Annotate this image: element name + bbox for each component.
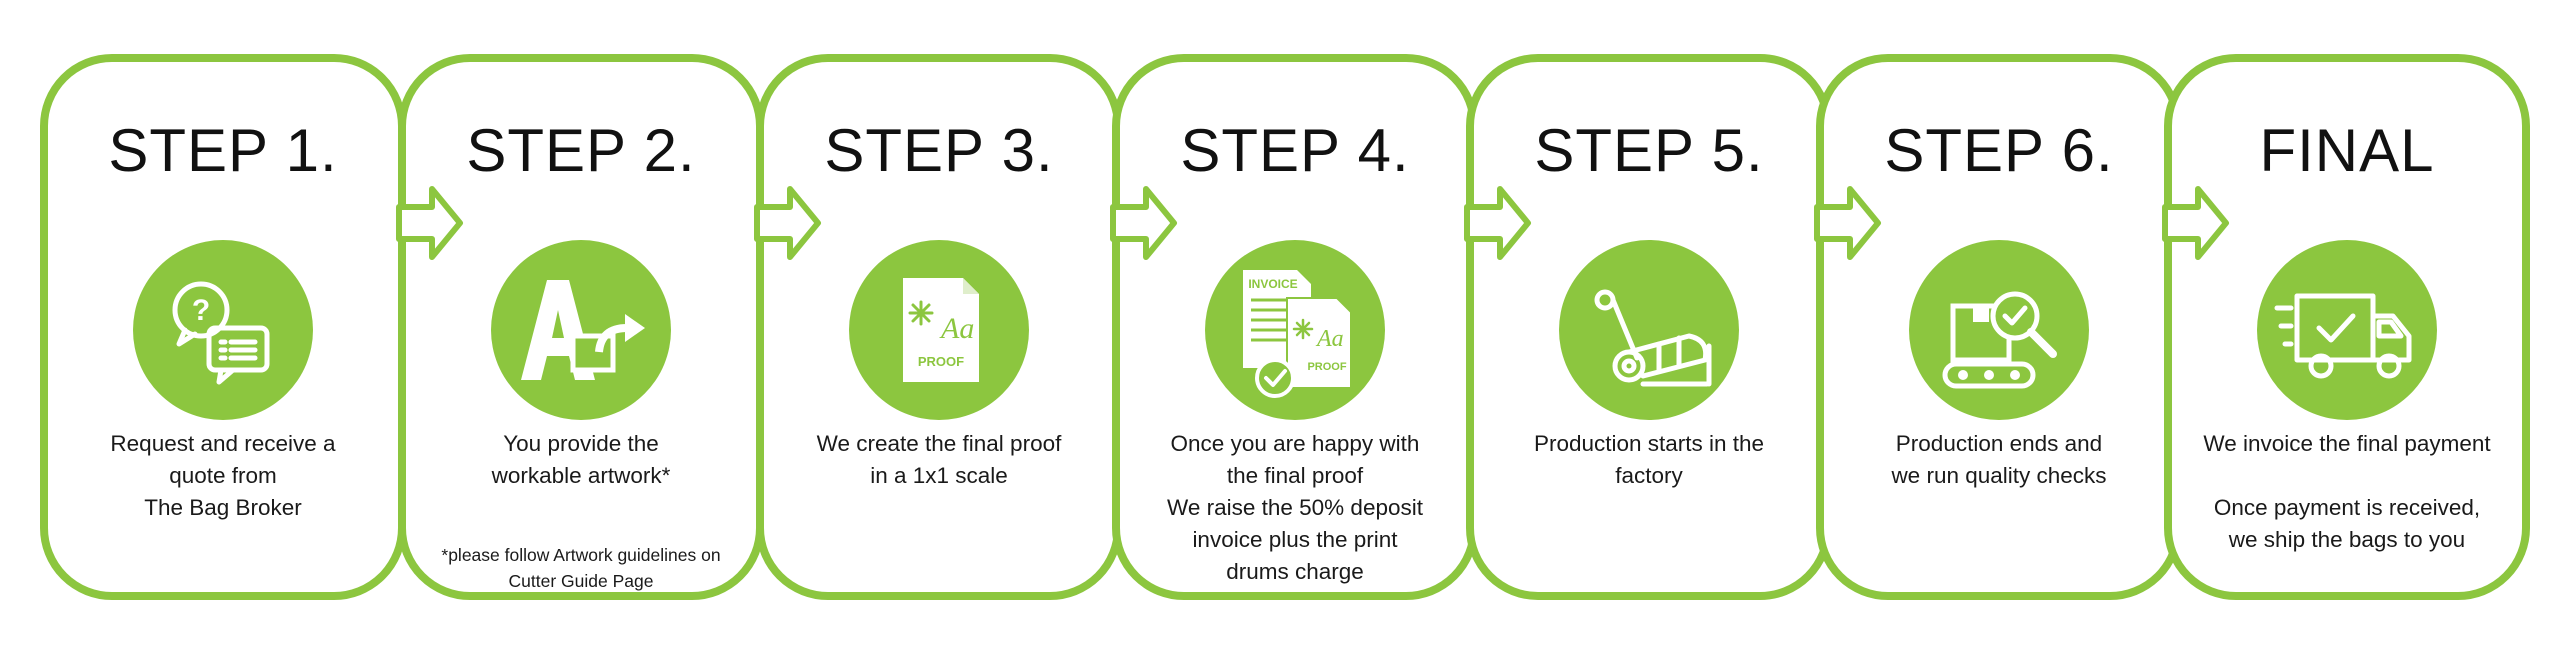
- artwork-guidelines-note: *please follow Artwork guidelines on Cut…: [441, 545, 721, 591]
- step-description: We create the final proof in a 1x1 scale: [816, 431, 1062, 488]
- invoice-label: INVOICE: [1248, 277, 1297, 291]
- svg-text:Aa: Aa: [1315, 326, 1344, 352]
- step-description: Production ends and we run quality check…: [1891, 431, 2107, 488]
- flow-arrow-icon: [1464, 186, 1531, 260]
- step-title: STEP 3.: [824, 117, 1054, 184]
- step-description: You provide the workable artwork*: [491, 431, 671, 488]
- step-description: We invoice the final payment Once paymen…: [2203, 431, 2491, 552]
- step-title: STEP 2.: [466, 117, 696, 184]
- step-icon-circle: [491, 240, 671, 420]
- step-title: STEP 1.: [108, 117, 338, 184]
- invoice-proof-icon: INVOICE Aa PROOF: [1243, 270, 1352, 398]
- step-icon-circle: [1909, 240, 2089, 420]
- step-icon-circle: INVOICE Aa PROOF: [1205, 240, 1385, 420]
- flow-arrow-icon: [754, 186, 821, 260]
- chat-question-icon: ?: [172, 281, 270, 385]
- step-card-6: STEP 6. Production ends and we run quali…: [1816, 54, 2182, 600]
- proof-label: PROOF: [1307, 361, 1346, 373]
- step-description: Once you are happy with the final proof …: [1167, 431, 1423, 584]
- step-card-3: STEP 3. Aa PROOF We create the final pro…: [756, 54, 1122, 600]
- step-card-2: STEP 2. You provide the workable artwork…: [398, 54, 764, 600]
- svg-text:Aa: Aa: [939, 312, 974, 345]
- proof-label: PROOF: [918, 354, 964, 369]
- quality-check-icon: [1942, 291, 2057, 389]
- step-title: STEP 4.: [1180, 117, 1410, 184]
- step-icon-circle: ?: [133, 240, 313, 420]
- factory-rollers-icon: [1594, 289, 1712, 387]
- step-description: Request and receive a quote from The Bag…: [110, 431, 336, 520]
- proof-document-icon: Aa PROOF: [903, 278, 979, 382]
- step-card-final: FINAL We invoice the final payment: [2164, 54, 2530, 600]
- flow-arrow-icon: [396, 186, 463, 260]
- delivery-truck-icon: [2274, 293, 2412, 379]
- step-card-4: STEP 4. INVOICE Aa PROOF: [1112, 54, 1478, 600]
- step-card-5: STEP 5. Production starts in the factory: [1466, 54, 1832, 600]
- step-description: Production starts in the factory: [1533, 431, 1765, 488]
- svg-text:?: ?: [192, 294, 210, 327]
- step-title: FINAL: [2259, 117, 2435, 184]
- flow-arrow-icon: [1110, 186, 1177, 260]
- artwork-upload-icon: [521, 280, 645, 380]
- step-title: STEP 5.: [1534, 117, 1764, 184]
- step-icon-circle: [2257, 240, 2437, 420]
- flow-arrow-icon: [1814, 186, 1881, 260]
- flow-arrow-icon: [2162, 186, 2229, 260]
- step-icon-circle: [1559, 240, 1739, 420]
- step-title: STEP 6.: [1884, 117, 2114, 184]
- step-icon-circle: Aa PROOF: [849, 240, 1029, 420]
- step-card-1: STEP 1. ? Request and receive a quote fr…: [40, 54, 406, 600]
